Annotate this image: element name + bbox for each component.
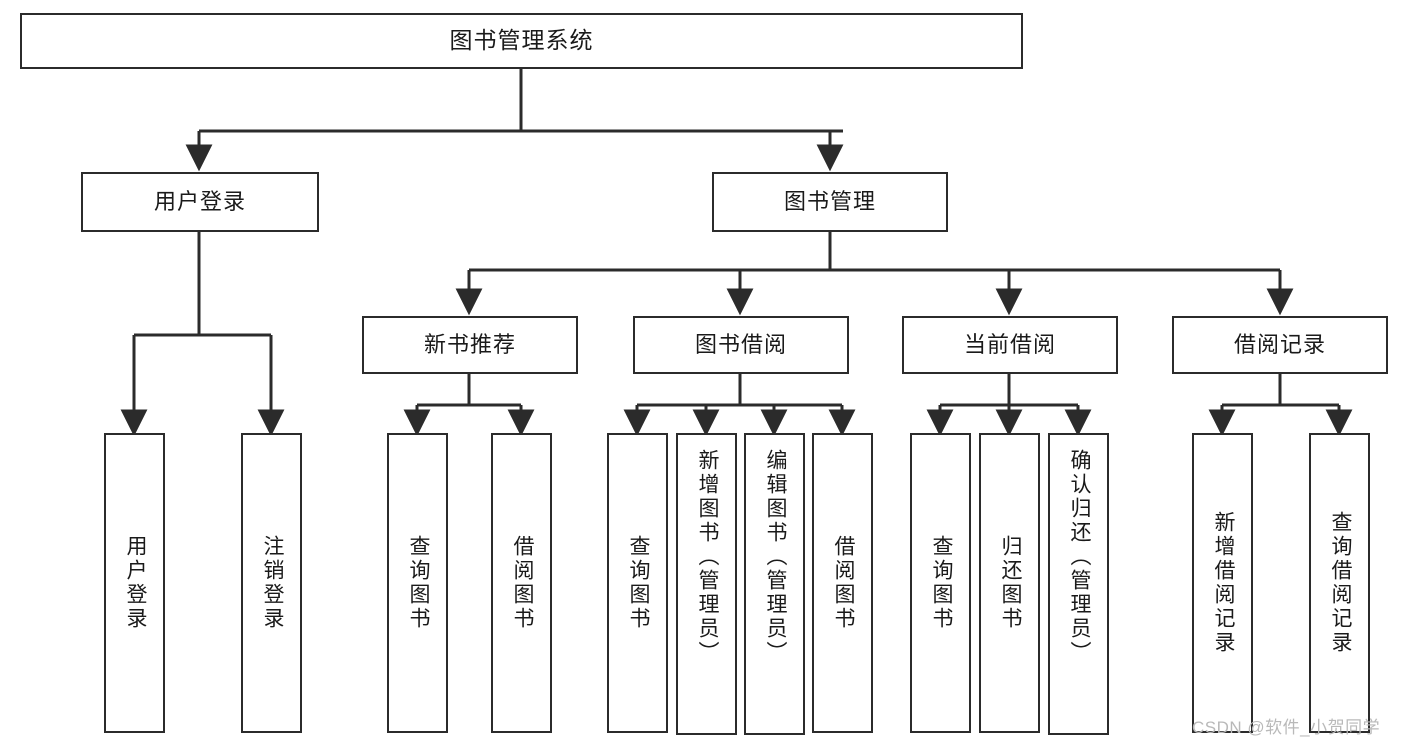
leaf-borrow-edit-book[interactable]: 编辑图书（管理员） — [744, 433, 805, 735]
leaf-label: 编辑图书（管理员） — [763, 449, 787, 665]
leaf-recommend-query-book[interactable]: 查询图书 — [387, 433, 448, 733]
leaf-label: 确认归还（管理员） — [1067, 449, 1091, 665]
leaf-user-logout[interactable]: 注销登录 — [241, 433, 302, 733]
leaf-label: 查询图书 — [626, 535, 650, 631]
node-book-borrow[interactable]: 图书借阅 — [633, 316, 849, 374]
leaf-borrow-query-book[interactable]: 查询图书 — [607, 433, 668, 733]
leaf-label: 注销登录 — [260, 535, 284, 631]
node-root[interactable]: 图书管理系统 — [20, 13, 1023, 69]
node-user-login[interactable]: 用户登录 — [81, 172, 319, 232]
leaf-label: 借阅图书 — [831, 535, 855, 631]
leaf-user-login[interactable]: 用户登录 — [104, 433, 165, 733]
node-borrow-record[interactable]: 借阅记录 — [1172, 316, 1388, 374]
leaf-label: 查询图书 — [406, 535, 430, 631]
leaf-current-confirm-return[interactable]: 确认归还（管理员） — [1048, 433, 1109, 735]
leaf-label: 新增借阅记录 — [1211, 511, 1235, 655]
leaf-current-query-book[interactable]: 查询图书 — [910, 433, 971, 733]
leaf-label: 新增图书（管理员） — [695, 449, 719, 665]
node-current-borrow[interactable]: 当前借阅 — [902, 316, 1118, 374]
leaf-borrow-add-book[interactable]: 新增图书（管理员） — [676, 433, 737, 735]
leaf-label: 归还图书 — [998, 535, 1022, 631]
leaf-label: 用户登录 — [123, 535, 147, 631]
leaf-label: 查询图书 — [929, 535, 953, 631]
node-book-management[interactable]: 图书管理 — [712, 172, 948, 232]
leaf-record-add[interactable]: 新增借阅记录 — [1192, 433, 1253, 733]
node-new-book-recommend[interactable]: 新书推荐 — [362, 316, 578, 374]
leaf-label: 借阅图书 — [510, 535, 534, 631]
leaf-record-query[interactable]: 查询借阅记录 — [1309, 433, 1370, 733]
leaf-recommend-borrow-book[interactable]: 借阅图书 — [491, 433, 552, 733]
csdn-watermark: CSDN @软件_小贺同学 — [1192, 718, 1381, 737]
leaf-borrow-lend-book[interactable]: 借阅图书 — [812, 433, 873, 733]
leaf-current-return-book[interactable]: 归还图书 — [979, 433, 1040, 733]
leaf-label: 查询借阅记录 — [1328, 511, 1352, 655]
